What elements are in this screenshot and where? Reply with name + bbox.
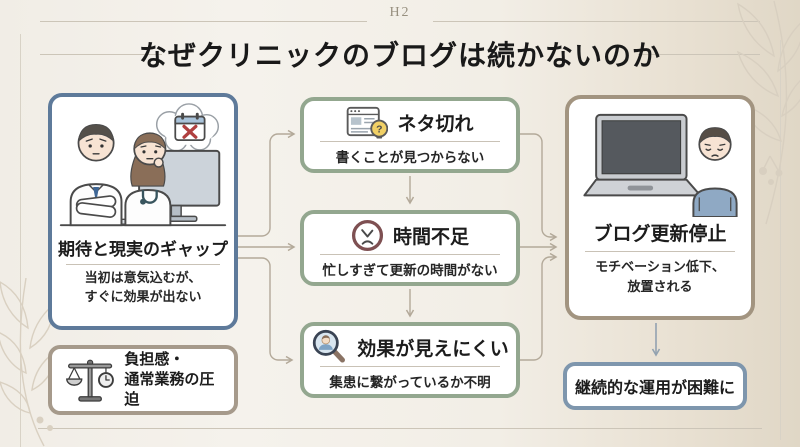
cause-box-no-topics: ? ネタ切れ 書くことが見つからない: [300, 97, 520, 173]
svg-text:?: ?: [377, 124, 383, 135]
cause-no-time-divider: [320, 254, 500, 255]
burden-line1: 負担感・: [124, 350, 185, 368]
sad-clock-icon: [351, 219, 384, 251]
gap-sub-line2: すぐに効果が出ない: [84, 288, 202, 304]
balance-scale-icon: [66, 359, 114, 402]
browser-lightbulb-question-icon: ?: [347, 106, 389, 139]
burden-box: 負担感・ 通常業務の圧迫: [48, 345, 238, 415]
frame-line-left: [20, 34, 21, 447]
outcome-box: 継続的な運用が困難に: [563, 362, 747, 410]
cause-no-topics-divider: [320, 141, 500, 142]
title-rule-left: [40, 54, 162, 55]
gap-box-divider: [66, 264, 220, 265]
result-box: ブログ更新停止 モチベーション低下、 放置される: [565, 95, 755, 320]
title-rule-right: [638, 54, 760, 55]
gap-box-subtitle: 当初は意気込むが、 すぐに効果が出ない: [52, 269, 234, 307]
sad-man: [692, 127, 738, 217]
stethoscope: [141, 189, 158, 204]
female-doctor: [124, 132, 172, 227]
cause-no-time-title: 時間不足: [392, 226, 469, 248]
cause-no-time-subtitle: 忙しすぎて更新の時間がない: [322, 263, 498, 278]
burden-line2: 通常業務の圧迫: [124, 370, 215, 409]
cause-no-topics-subtitle: 書くことが見つからない: [335, 150, 485, 165]
cause-box-no-time: 時間不足 忙しすぎて更新の時間がない: [300, 210, 520, 286]
cause-unclear-effect-divider: [320, 366, 500, 367]
result-box-title: ブログ更新停止: [593, 224, 727, 245]
cause-unclear-effect-title: 効果が見えにくい: [357, 338, 509, 360]
burden-box-label: 負担感・ 通常業務の圧迫: [124, 350, 226, 411]
calendar-x-icon: [174, 112, 206, 141]
gap-box: 期待と現実のギャップ 当初は意気込むが、 すぐに効果が出ない: [48, 93, 238, 330]
result-sub-line2: 放置される: [627, 278, 693, 294]
heading-level-tag: H2: [389, 5, 411, 20]
eyebrow-rule-right: [433, 21, 760, 22]
page-title: なぜクリニックのブログは続かないのか: [138, 41, 661, 72]
gap-box-title: 期待と現実のギャップ: [58, 240, 228, 259]
magnifier-person-icon: [313, 329, 346, 363]
laptop-sad-man-illustration: [583, 113, 738, 217]
result-box-divider: [585, 251, 735, 252]
result-sub-line1: モチベーション低下、: [595, 259, 725, 274]
outcome-label: 継続的な運用が困難に: [574, 380, 735, 397]
cause-box-unclear-effect: 効果が見えにくい 集患に繋がっているか不明: [300, 322, 520, 398]
gap-sub-line1: 当初は意気込むが、: [84, 270, 202, 285]
cause-no-topics-title: ネタ切れ: [397, 113, 474, 135]
frame-line-bottom: [38, 428, 762, 429]
cause-unclear-effect-subtitle: 集患に繋がっているか不明: [329, 375, 491, 390]
male-doctor: [69, 123, 123, 227]
laptop: [583, 113, 702, 197]
result-box-subtitle: モチベーション低下、 放置される: [569, 257, 751, 296]
frame-line-right: [780, 40, 781, 440]
eyebrow-rule-left: [40, 21, 367, 22]
doctors-illustration: [59, 103, 227, 227]
